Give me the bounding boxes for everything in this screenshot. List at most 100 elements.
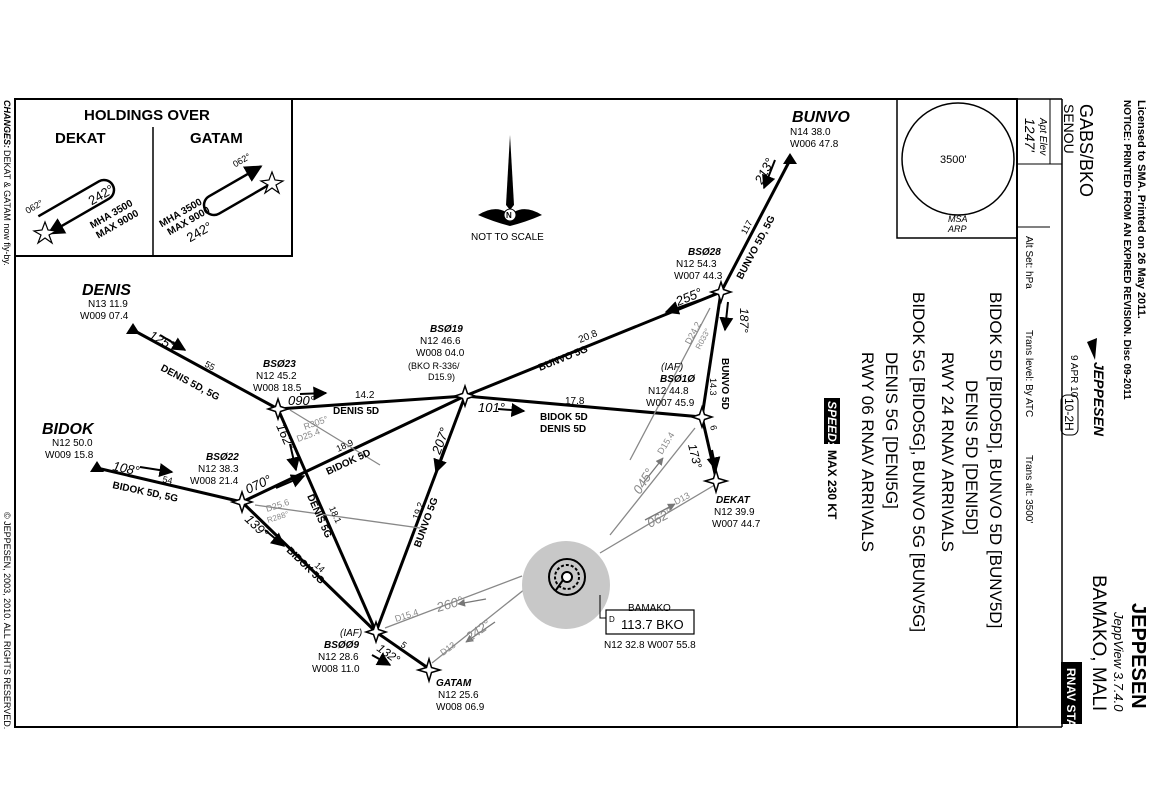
- changes-text: DEKAT & GATAM now fly-by.: [2, 150, 12, 266]
- speed-limit: MAX 230 KT: [825, 450, 839, 520]
- route-bs023-bs009: [276, 408, 378, 633]
- label-bs023-bs019-route: DENIS 5D: [333, 406, 379, 417]
- airport-code: GABS/BKO: [1076, 104, 1096, 197]
- fix-bs023-name: BSØ23: [263, 359, 296, 370]
- fix-bs009-iaf: (IAF): [340, 628, 362, 639]
- jeppesen-logo: JEPPESEN 9 APR 10 10-2H: [1060, 338, 1107, 437]
- fix-bs023-lon: W008 18.5: [253, 383, 302, 394]
- label-bs019-bs010-route-1: BIDOK 5D: [540, 412, 588, 423]
- label-bs028-bs010-route: BUNVO 5D: [719, 358, 730, 410]
- holdings-box: HOLDINGS OVER DEKAT GATAM 062° 242° MHA …: [14, 98, 293, 257]
- label-bs010-dekat-dist: 6: [708, 424, 719, 431]
- fix-bs022-name: BSØ22: [206, 452, 239, 463]
- fix-gatam-star-icon: [415, 656, 443, 684]
- fix-bidok-name: BIDOK: [42, 421, 95, 438]
- radial-bko-bs009: [384, 575, 523, 629]
- label-bko-radial-062: 062°: [644, 505, 675, 531]
- route-bs028-bs010: [700, 291, 723, 418]
- fix-gatam-lon: W008 06.9: [436, 702, 485, 713]
- fix-bs009-lat: N12 28.6: [318, 652, 359, 663]
- north-arrow: N NOT TO SCALE: [471, 135, 544, 243]
- label-bs019-bs010-route-2: DENIS 5D: [540, 424, 586, 435]
- procedure-title-block: BIDOK 5D [BIDO5D], BUNVO 5D [BUNV5D] DEN…: [824, 292, 1005, 632]
- fix-bunvo-lon: W006 47.8: [790, 139, 839, 150]
- fix-gatam-name: GATAM: [436, 678, 472, 689]
- left-side-notes: CHANGES: DEKAT & GATAM now fly-by. © JEP…: [2, 100, 12, 729]
- fix-bs019-lat: N12 46.6: [420, 336, 461, 347]
- msa-altitude: 3500': [940, 154, 967, 166]
- route-bidok-bs022: [96, 466, 243, 504]
- route-bs023-bs019: [277, 394, 466, 411]
- title-line-6: RWY 06 RNAV ARRIVALS: [858, 352, 877, 552]
- fix-bs023-star-icon: [265, 396, 291, 422]
- label-bko-radial-260: 260°: [434, 593, 465, 615]
- brand-name: JEPPESEN: [1127, 603, 1149, 709]
- label-bunvo-crs: 213°: [751, 156, 777, 188]
- logo-wordmark: JEPPESEN: [1091, 362, 1107, 437]
- radial-bs022: [254, 504, 421, 529]
- fix-bs019-name: BSØ19: [430, 324, 463, 335]
- label-bs010-dekat-crs: 173°: [685, 442, 705, 470]
- label-bs019-bs010-dist: 17.8: [565, 396, 585, 407]
- vor-icon: [561, 571, 573, 583]
- navaid-coords: N12 32.8 W007 55.8: [604, 640, 696, 651]
- fix-denis-triangle-icon: [126, 323, 140, 334]
- fix-denis-name: DENIS: [82, 282, 131, 299]
- route-bs022-bs009: [240, 500, 378, 634]
- header-brand-strip: Licensed to SMA. Printed on 26 May 2011.…: [1061, 100, 1149, 737]
- holding-dekat-name: DEKAT: [55, 130, 106, 147]
- north-arrow-icon: [506, 135, 514, 210]
- notice-text: NOTICE: PRINTED FROM AN EXPIRED REVISION…: [1121, 100, 1132, 400]
- fix-bidok-lat: N12 50.0: [52, 438, 93, 449]
- msa-reference: ARP: [947, 224, 967, 234]
- copyright-text: © JEPPESEN, 2003, 2010. ALL RIGHTS RESER…: [2, 512, 12, 729]
- navaid-ring: [522, 541, 610, 629]
- route-bs019-bs010: [464, 394, 703, 419]
- label-bs028-bs019-route: BUNVO 5G: [537, 344, 590, 374]
- fix-bs022-lon: W008 21.4: [190, 476, 239, 487]
- route-bunvo-bs028: [719, 159, 792, 293]
- label-denis-dist: 55: [203, 359, 217, 373]
- fix-bs022-lat: N12 38.3: [198, 464, 239, 475]
- fix-dekat-star-icon: [702, 467, 730, 495]
- airport-name: SENOU: [1061, 104, 1077, 154]
- apt-elev-value: 1247': [1022, 118, 1038, 153]
- apt-elev-label: Apt Elev: [1037, 117, 1048, 156]
- navaid-dme-prefix: D: [609, 615, 615, 624]
- trans-level-text: Trans level: By ATC: [1023, 330, 1034, 417]
- fix-bs010-lat: N12 44.8: [648, 386, 689, 397]
- fix-bs019-ref: (BKO R-336/: [408, 361, 460, 371]
- holding-gatam-name: GATAM: [190, 130, 243, 147]
- holdings-title: HOLDINGS OVER: [84, 107, 210, 124]
- radial-bko-bs010: [609, 427, 696, 536]
- fix-bs023-lat: N12 45.2: [256, 371, 297, 382]
- holding-gatam-pattern: [202, 165, 272, 217]
- label-bs028-bs010-dist: 14.3: [708, 378, 718, 396]
- label-bs010-radial: D15.4: [655, 430, 676, 456]
- fix-bs009-name: BSØØ9: [324, 640, 359, 651]
- north-label: N: [506, 211, 512, 220]
- route-denis-bs023: [132, 328, 279, 411]
- fix-bunvo-lat: N14 38.0: [790, 127, 831, 138]
- chart-type-label: RNAV STAR: [1064, 668, 1078, 737]
- label-bs023-radial-dist: D25.4: [295, 426, 321, 444]
- location-name: BAMAKO, MALI: [1088, 575, 1109, 711]
- fix-labels: BUNVO N14 38.0 W006 47.8 DENIS N13 11.9 …: [42, 109, 850, 713]
- fix-symbols: [90, 153, 797, 472]
- waypoint-stars: [229, 279, 734, 684]
- fix-bunvo-triangle-icon: [783, 153, 797, 164]
- holding-dekat-pattern: [37, 178, 116, 235]
- fix-gatam-lat: N12 25.6: [438, 690, 479, 701]
- fix-bs019-star-icon: [452, 383, 478, 409]
- title-line-2: DENIS 5D [DENI5D]: [962, 380, 981, 535]
- fix-bs028-star-icon: [708, 279, 734, 305]
- fix-bs019-lon: W008 04.0: [416, 348, 465, 359]
- fix-bs010-star-icon: [689, 404, 715, 430]
- fix-denis-lon: W009 07.4: [80, 311, 129, 322]
- route-arrows: [139, 159, 776, 666]
- route-bs019-bs009: [374, 395, 467, 633]
- radial-bs023: [289, 409, 381, 466]
- chart-number: 10-2H: [1062, 398, 1076, 431]
- label-bs009-radial: D15.4: [394, 607, 420, 624]
- fix-bs010-name: BSØ1Ø: [660, 374, 696, 385]
